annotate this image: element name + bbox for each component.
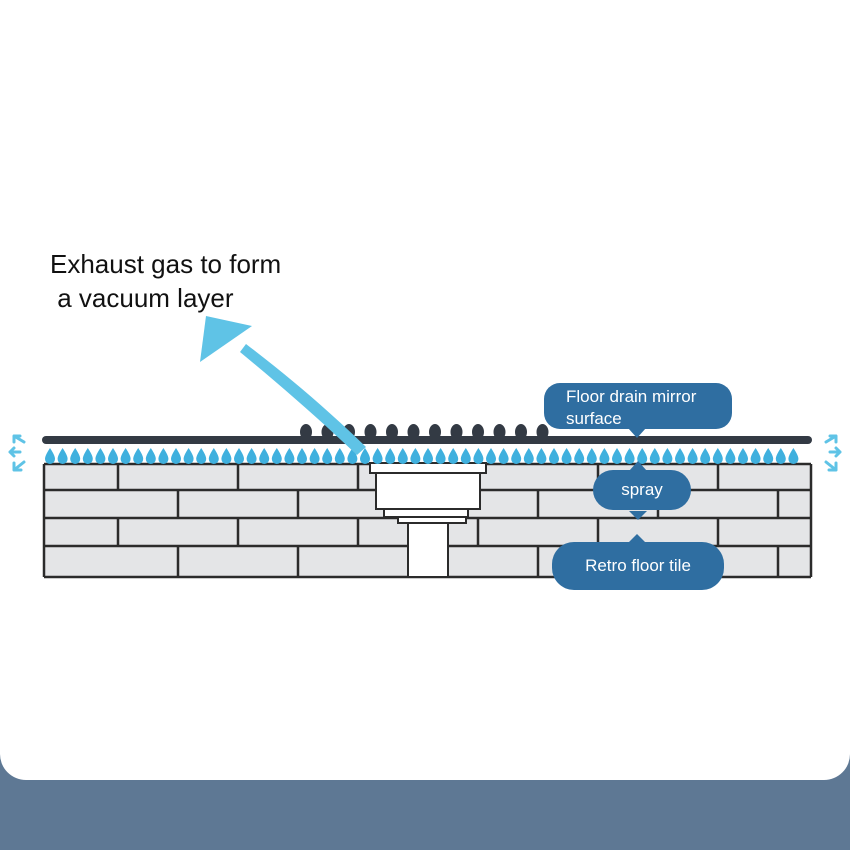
water-drop-icon	[57, 448, 68, 464]
water-drop-icon	[561, 448, 572, 464]
water-drop-icon	[738, 448, 748, 464]
water-drop-icon	[246, 448, 257, 464]
water-drop-icon	[95, 448, 106, 464]
water-drop-icon	[221, 448, 232, 464]
water-drop-icon	[196, 448, 207, 464]
water-drop-icon	[372, 448, 383, 464]
water-drop-icon	[763, 448, 774, 464]
water-drop-icon	[586, 448, 597, 464]
water-drop-icon	[662, 448, 673, 464]
water-drop-icon	[183, 448, 194, 464]
water-drop-icon	[486, 448, 496, 464]
water-drop-icon	[297, 448, 307, 464]
water-drop-icon	[574, 448, 585, 464]
water-drop-icon	[133, 448, 144, 464]
water-drop-icon	[549, 448, 559, 464]
water-drop-icon	[309, 448, 320, 464]
water-drop-icon	[410, 448, 421, 464]
water-drop-icon	[158, 448, 169, 464]
water-drop-icon	[171, 448, 181, 464]
water-drop-icon	[498, 448, 509, 464]
water-drop-icon	[775, 448, 786, 464]
retro-floor-tile-callout: Retro floor tile	[552, 542, 724, 590]
water-drop-icon	[675, 448, 685, 464]
spray-callout: spray	[593, 470, 691, 510]
water-drop-icon	[511, 448, 522, 464]
water-drop-icon	[435, 448, 446, 464]
exhaust-gas-label: Exhaust gas to form a vacuum layer	[50, 249, 282, 313]
water-drop-icon	[385, 448, 396, 464]
water-drop-icon	[347, 448, 358, 464]
water-drop-icon	[259, 448, 270, 464]
water-drop-icon	[397, 448, 408, 464]
water-drop-icon	[473, 448, 484, 464]
water-drop-icon	[208, 448, 219, 464]
water-drop-icon	[460, 448, 471, 464]
water-drop-icon	[712, 448, 723, 464]
water-drop-icon	[423, 448, 433, 464]
water-drop-icon	[284, 448, 295, 464]
water-drop-icon	[448, 448, 459, 464]
water-drop-icon	[70, 448, 81, 464]
water-drop-icon	[750, 448, 761, 464]
water-drop-icon	[536, 448, 547, 464]
water-drop-icon	[145, 448, 156, 464]
callout-pointers	[628, 428, 647, 543]
water-drop-icon	[322, 448, 333, 464]
water-drop-icon	[45, 448, 55, 464]
water-drop-icon	[523, 448, 534, 464]
curved-arrow-icon	[200, 316, 366, 455]
water-drop-icon	[637, 448, 648, 464]
water-drop-icon	[108, 448, 118, 464]
floor-drain	[369, 462, 487, 578]
water-drop-icon	[700, 448, 711, 464]
water-drop-icon	[334, 448, 345, 464]
water-drop-icon	[788, 448, 799, 464]
floor-drain-mirror-callout: Floor drain mirror surface	[544, 383, 732, 429]
water-drop-icon	[360, 448, 370, 464]
water-drop-icon	[624, 448, 635, 464]
water-drop-icon	[599, 448, 610, 464]
water-drop-icon	[612, 448, 622, 464]
water-drop-icon	[82, 448, 93, 464]
water-drop-icon	[271, 448, 282, 464]
water-drop-icon	[234, 448, 244, 464]
water-drop-icon	[120, 448, 131, 465]
double-arrow-icon	[8, 434, 842, 472]
water-drop-icon	[687, 448, 698, 464]
spray-drops	[45, 448, 799, 465]
floor-drain-mirror-surface	[42, 436, 812, 444]
water-drop-icon	[649, 448, 660, 464]
water-drop-icon	[725, 448, 736, 464]
